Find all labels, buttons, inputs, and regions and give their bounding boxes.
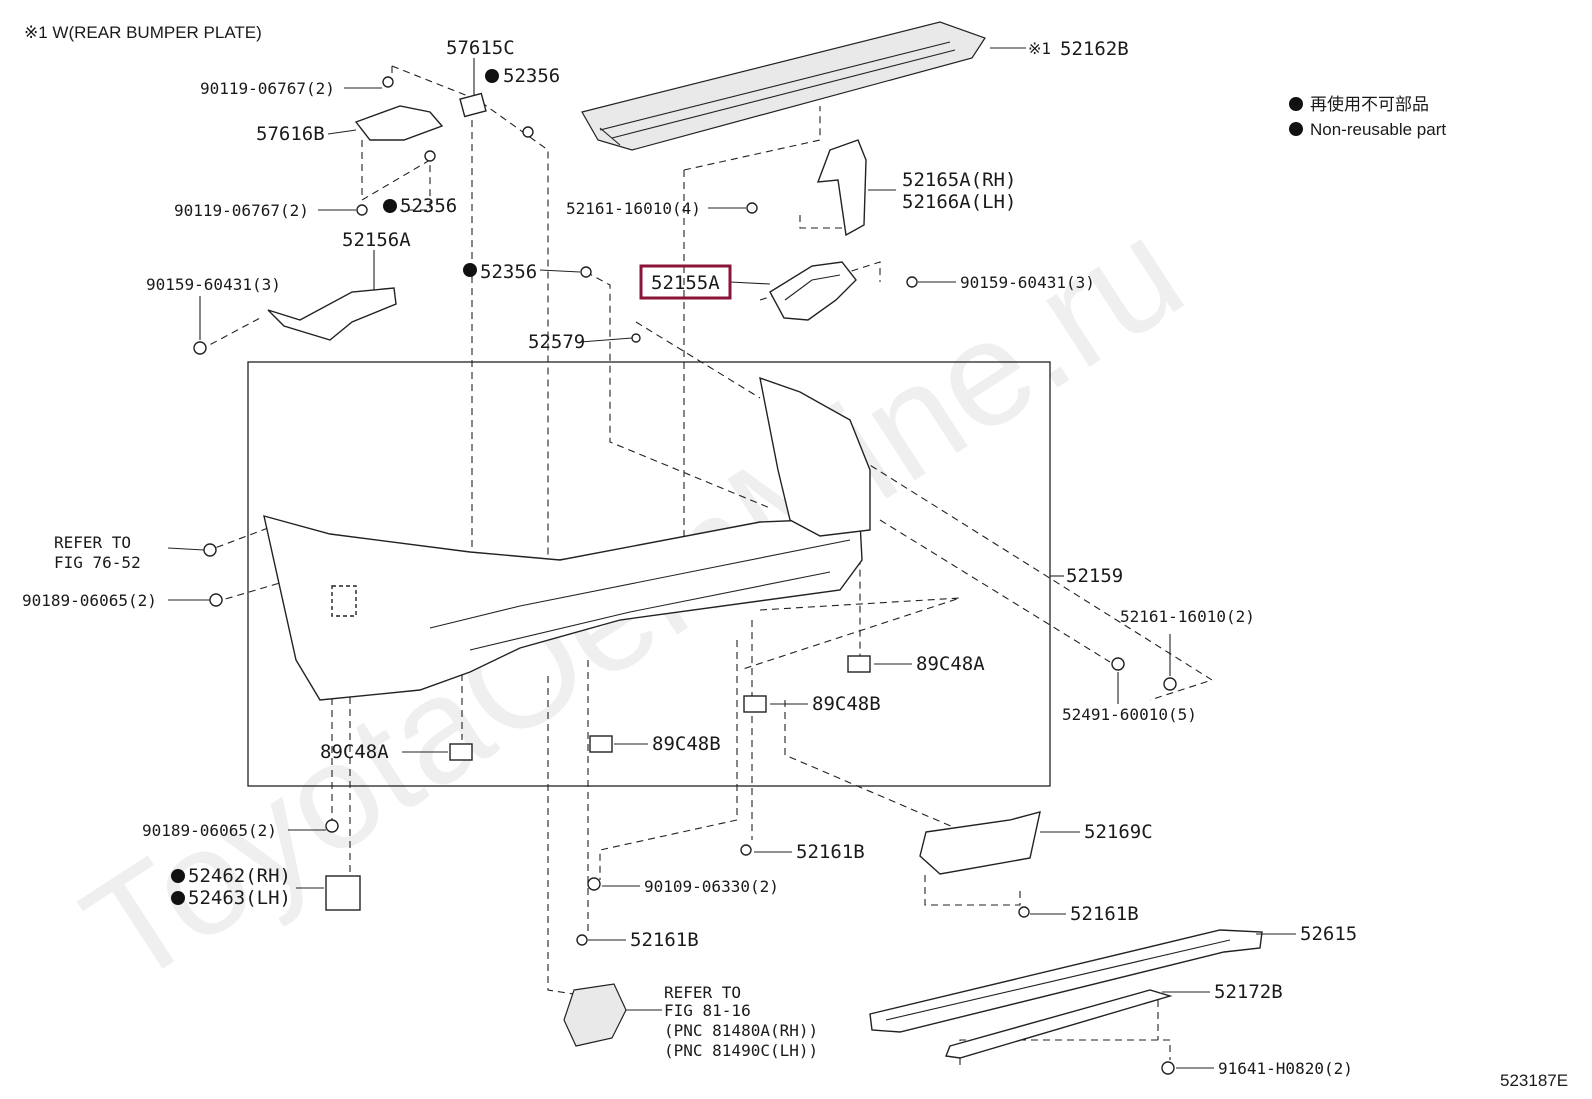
- label-refer-fig-81-16-line2: FIG 81-16: [664, 1001, 751, 1020]
- label-52162b: 52162B: [1060, 38, 1129, 60]
- label-57616b: 57616B: [256, 123, 325, 145]
- fasteners: [193, 76, 1177, 1075]
- label-89c48b-right: 89C48B: [812, 693, 881, 715]
- label-52165a: 52165A(RH): [902, 169, 1016, 191]
- label-90189-06065-top: 90189-06065(2): [22, 591, 157, 610]
- part-52169c-cover: [919, 811, 1041, 875]
- screw-icon: [325, 819, 339, 833]
- label-90159-60431-right: 90159-60431(3): [960, 273, 1095, 292]
- rear-bumper-plate-note: ※1 W(REAR BUMPER PLATE): [24, 23, 262, 42]
- bolt-icon: [746, 202, 758, 214]
- clip-89c48a-left: [449, 743, 473, 761]
- label-90119-06767-top: 90119-06767(2): [200, 79, 335, 98]
- label-52161b-center: 52161B: [796, 841, 865, 863]
- bolt-icon: [1163, 677, 1177, 691]
- clip-89c48a-right: [847, 655, 871, 673]
- nut-icon: [580, 266, 592, 278]
- bolt-icon: [382, 76, 394, 88]
- label-52155a: 52155A: [651, 272, 720, 294]
- nut-icon: [424, 150, 436, 162]
- label-52491-60010: 52491-60010(5): [1062, 705, 1197, 724]
- label-refer-fig-81-16-line1: REFER TO: [664, 983, 741, 1002]
- non-reusable-dot-icon: [171, 869, 185, 883]
- label-52159: 52159: [1066, 565, 1123, 587]
- legend-text-en: Non-reusable part: [1310, 120, 1446, 139]
- part-52155a-bracket: [769, 261, 857, 321]
- nut-icon: [522, 126, 534, 138]
- label-52356-lower: 52356: [480, 261, 537, 283]
- bolt-icon: [1161, 1061, 1175, 1075]
- label-90119-06767-mid: 90119-06767(2): [174, 201, 309, 220]
- legend-text-jp: 再使用不可部品: [1310, 94, 1429, 114]
- non-reusable-dot-icon: [1289, 122, 1303, 136]
- part-52172b-bracket: [945, 989, 1173, 1059]
- screw-icon: [209, 593, 223, 607]
- label-90189-06065-bottom: 90189-06065(2): [142, 821, 277, 840]
- label-52615: 52615: [1300, 923, 1357, 945]
- label-52166a: 52166A(LH): [902, 191, 1016, 213]
- clip-icon: [740, 844, 752, 856]
- bolt-icon: [1111, 657, 1125, 671]
- part-52462-pad: [325, 875, 361, 911]
- part-57615c-clip: [459, 92, 487, 118]
- label-52161-16010-top: 52161-16010(4): [566, 199, 701, 218]
- part-52156a-bracket: [267, 287, 397, 341]
- label-90109-06330: 90109-06330(2): [644, 877, 779, 896]
- label-91641-h0820: 91641-H0820(2): [1218, 1059, 1353, 1078]
- bolt-icon: [356, 204, 368, 216]
- non-reusable-dot-icon: [463, 263, 477, 277]
- label-pnc-81490c-lh: (PNC 81490C(LH)): [664, 1041, 818, 1060]
- part-52159-bumper-cover: [263, 376, 871, 701]
- label-89c48b-left: 89C48B: [652, 733, 721, 755]
- highlight-box-52155a: [639, 264, 732, 300]
- label-52162b-mark: ※1: [1028, 39, 1051, 58]
- label-52169c: 52169C: [1084, 821, 1153, 843]
- label-89c48a-right: 89C48A: [916, 653, 985, 675]
- label-52161-16010-right: 52161-16010(2): [1120, 607, 1255, 626]
- bolt-icon: [587, 877, 601, 891]
- clip-icon: [631, 333, 641, 343]
- non-reusable-dot-icon: [171, 891, 185, 905]
- label-52356-mid: 52356: [400, 195, 457, 217]
- part-52615-reinforcement: [869, 929, 1263, 1033]
- legend: 再使用不可部品 Non-reusable part: [1289, 94, 1446, 139]
- bolt-icon: [193, 341, 207, 355]
- leader-lines: [167, 47, 1296, 1069]
- non-reusable-dot-icon: [383, 199, 397, 213]
- part-labels: 57615C 52356 90119-06767(2) 57616B 90119…: [22, 37, 1357, 1078]
- part-52165a-side-retainer: [816, 139, 867, 237]
- label-refer-fig-76-52-line1: REFER TO: [54, 533, 131, 552]
- label-52579: 52579: [528, 331, 585, 353]
- label-52172b: 52172B: [1214, 981, 1283, 1003]
- label-52161b-bottom: 52161B: [630, 929, 699, 951]
- label-refer-fig-76-52-line2: FIG 76-52: [54, 553, 141, 572]
- part-57616b-bracket: [354, 105, 444, 141]
- label-52356-top: 52356: [503, 65, 560, 87]
- label-90159-60431-left: 90159-60431(3): [146, 275, 281, 294]
- non-reusable-dot-icon: [1289, 97, 1303, 111]
- part-lamp-reference: [563, 983, 627, 1047]
- label-57615c: 57615C: [446, 37, 515, 59]
- clip-89c48b-right: [743, 695, 767, 713]
- screw-icon: [203, 543, 217, 557]
- part-52162b-bumper-plate: [581, 21, 986, 151]
- label-52463-lh: 52463(LH): [188, 887, 291, 909]
- non-reusable-dot-icon: [485, 69, 499, 83]
- bumper-assembly-frame: [247, 361, 1051, 787]
- label-52161b-right: 52161B: [1070, 903, 1139, 925]
- bolt-icon: [906, 276, 918, 288]
- clip-icon: [1018, 906, 1030, 918]
- figure-code: 523187E: [1500, 1071, 1568, 1090]
- label-52156a: 52156A: [342, 229, 411, 251]
- clip-89c48b-left: [589, 735, 613, 753]
- label-89c48a-left: 89C48A: [320, 741, 389, 763]
- clip-icon: [576, 934, 588, 946]
- label-52462-rh: 52462(RH): [188, 865, 291, 887]
- label-pnc-81480a-rh: (PNC 81480A(RH)): [664, 1021, 818, 1040]
